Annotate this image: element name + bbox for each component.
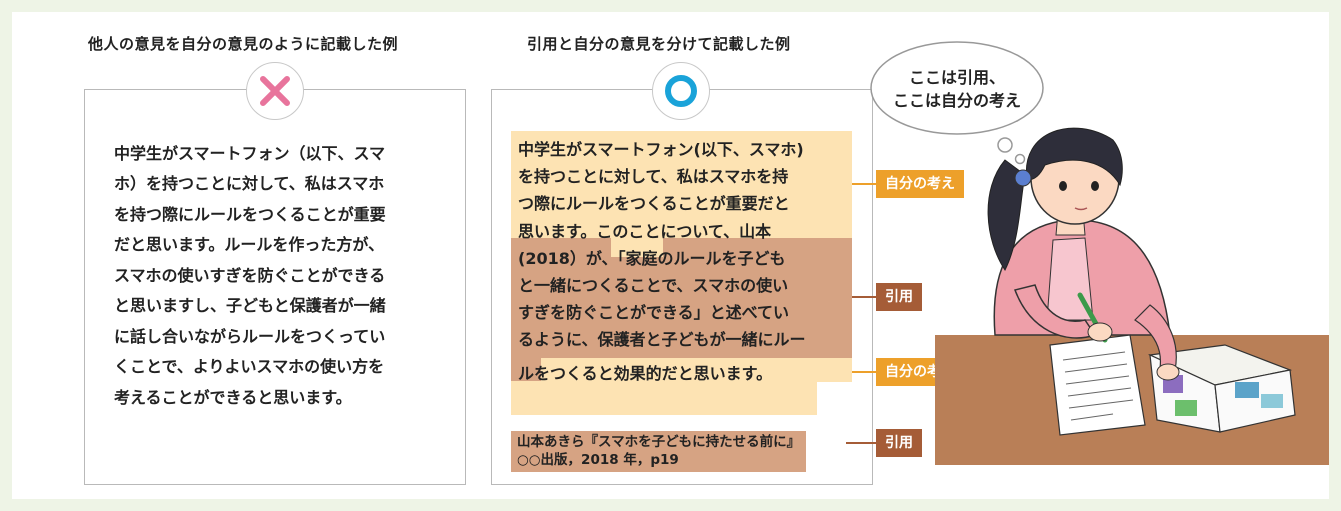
thought-bubble: [870, 41, 1044, 165]
paper-lines: [1062, 351, 1134, 421]
cross-mark: [246, 62, 304, 120]
student-eye: [1091, 181, 1099, 191]
student-hair: [1025, 127, 1123, 187]
quote-tag-connector: [852, 296, 876, 298]
student-hand: [1087, 322, 1113, 342]
book-picture: [1175, 400, 1197, 416]
own-opinion-highlight: [541, 358, 852, 382]
own-tag-connector: [852, 371, 876, 373]
left-line: 中学生がスマートフォン（以下、スマ: [114, 144, 386, 163]
book-picture: [1235, 382, 1259, 398]
student-mouth: [1074, 207, 1088, 211]
circle-icon: [665, 75, 697, 107]
right-line: 思います。このことについて、山本: [518, 222, 772, 241]
right-line: ルをつくると効果的だと思います。: [518, 364, 773, 383]
own-opinion-highlight: [511, 131, 852, 239]
left-line: だと思います。ルールを作った方が、: [114, 235, 385, 254]
student-eye: [1059, 181, 1067, 191]
left-line: スマホの使いすぎを防ぐことができる: [114, 266, 386, 285]
hair-tie: [1014, 169, 1032, 187]
bubble-line: ここは自分の考え: [892, 91, 1021, 110]
right-line: と一緒につくることで、スマホの使い: [518, 276, 789, 295]
student-hand: [1156, 363, 1180, 381]
reference-line: 山本あきら『スマホを子どもに持たせる前に』: [517, 434, 801, 450]
bubble-text: ここは引用、 ここは自分の考え: [872, 66, 1042, 112]
quote-tag-connector: [846, 442, 876, 444]
left-line: 考えることができると思います。: [114, 388, 352, 407]
reference-citation: 山本あきら『スマホを子どもに持たせる前に』 ○○出版，2018 年，p19: [511, 431, 807, 472]
quote-highlight: [663, 238, 852, 258]
quote-tag: 引用: [876, 283, 922, 311]
left-line: を持つ際にルールをつくることが重要: [114, 205, 386, 224]
own-tag-connector: [852, 183, 876, 185]
reference-line: ○○出版，2018 年，p19: [517, 452, 679, 468]
right-heading: 引用と自分の意見を分けて記載した例: [527, 35, 791, 53]
own-opinion-highlight: [611, 238, 663, 258]
own-opinion-tag: 自分の考え: [876, 170, 964, 198]
right-line: つ際にルールをつくることが重要だと: [518, 194, 790, 213]
bubble-line: ここは引用、: [908, 68, 1005, 87]
right-line: るように、保護者と子どもが一緒にルー: [518, 330, 806, 349]
student-ponytail: [987, 159, 1026, 271]
book-picture: [1261, 394, 1283, 408]
right-line: すぎを防ぐことができる」と述べてい: [518, 303, 790, 322]
left-line: に話し合いながらルールをつくってい: [114, 327, 386, 346]
quote-highlight: [511, 358, 541, 382]
cross-icon: [260, 76, 290, 106]
left-heading: 他人の意見を自分の意見のように記載した例: [88, 35, 399, 53]
circle-mark: [652, 62, 710, 120]
quote-tag: 引用: [876, 429, 922, 457]
paper-sheet: [1049, 334, 1146, 436]
left-line: くことで、よりよいスマホの使い方を: [114, 357, 385, 376]
left-example-box: [84, 89, 466, 485]
right-line: 中学生がスマートフォン(以下、スマホ): [518, 140, 804, 159]
own-opinion-highlight: [511, 381, 817, 415]
right-line: を持つことに対して、私はスマホを持: [518, 167, 789, 186]
quote-highlight: [511, 238, 611, 258]
right-line: (2018）が、「家庭のルールを子ども: [518, 249, 786, 268]
left-line: と思いますし、子どもと保護者が一緒: [114, 296, 386, 315]
quote-highlight: [511, 257, 852, 359]
left-line: ホ）を持つことに対して、私はスマホ: [114, 174, 385, 193]
student-illustration: [935, 127, 1329, 465]
